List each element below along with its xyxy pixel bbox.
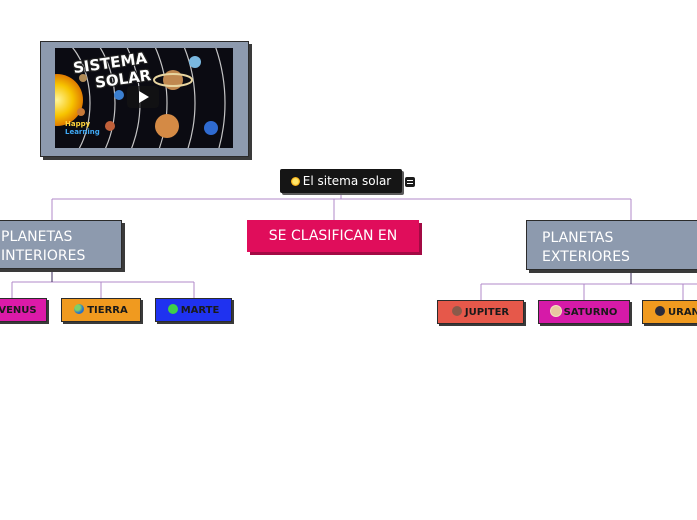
venus-node[interactable]: VENUS — [0, 298, 47, 322]
marte-node[interactable]: MARTE — [155, 298, 232, 322]
note-icon[interactable] — [405, 177, 415, 187]
urano-node[interactable]: URAN — [642, 300, 697, 324]
solar-system-illustration — [55, 48, 226, 148]
saturn-icon — [550, 306, 561, 316]
venus-label: VENUS — [0, 305, 37, 316]
saturno-label: SATURNO — [563, 307, 618, 318]
se-clasifican-en-label: SE CLASIFICAN EN — [268, 228, 398, 244]
earth-icon — [74, 304, 85, 314]
tierra-node[interactable]: TIERRA — [61, 298, 141, 322]
green-planet-icon — [167, 304, 178, 314]
brand-logo: Happy Learning — [65, 120, 100, 136]
urano-label: URAN — [668, 307, 697, 318]
planetas-interiores-label: PLANETAS INTERIORES — [1, 229, 86, 264]
video-preview: SISTEMA SOLAR Happy Learning — [55, 48, 233, 148]
tierra-label: TIERRA — [87, 305, 128, 316]
uranus-icon — [655, 306, 665, 316]
brand-line2: Learning — [65, 128, 100, 136]
planetas-interiores-node[interactable]: PLANETAS INTERIORES — [0, 220, 122, 269]
root-node[interactable]: El sitema solar — [280, 169, 402, 193]
saturno-node[interactable]: SATURNO — [538, 300, 630, 324]
brand-line1: Happy — [65, 120, 91, 128]
jupiter-label: JUPITER — [464, 307, 510, 318]
planetas-exteriores-node[interactable]: PLANETAS EXTERIORES — [526, 220, 697, 270]
play-icon[interactable] — [127, 86, 159, 108]
jupiter-node[interactable]: JUPITER — [437, 300, 524, 324]
root-label: El sitema solar — [302, 174, 392, 188]
video-thumbnail[interactable]: SISTEMA SOLAR Happy Learning — [40, 41, 249, 157]
se-clasifican-en-node[interactable]: SE CLASIFICAN EN — [247, 220, 419, 252]
marte-label: MARTE — [180, 305, 220, 316]
jupiter-icon — [451, 306, 462, 316]
planetas-exteriores-label: PLANETAS EXTERIORES — [542, 230, 630, 265]
sun-icon — [290, 177, 300, 186]
